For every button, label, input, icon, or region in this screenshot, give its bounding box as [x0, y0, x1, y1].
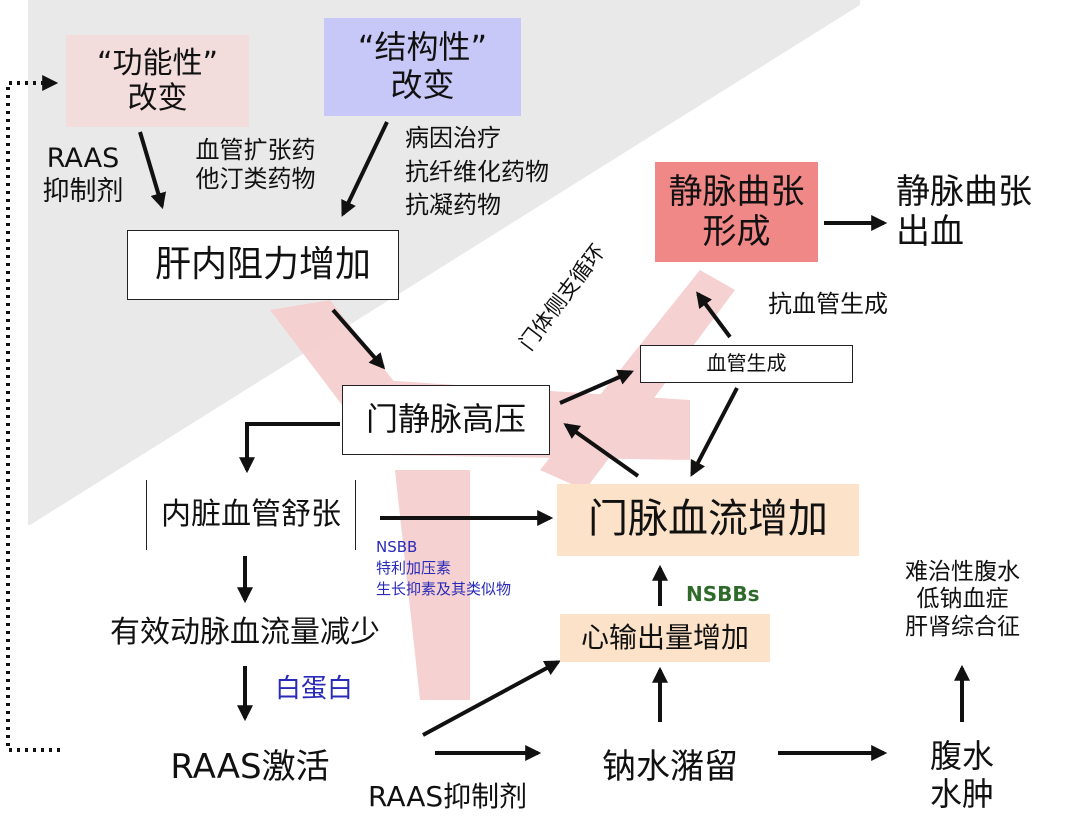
portal-hypertension-node: 门静脉高压 — [342, 385, 550, 455]
vasodilators-label: 血管扩张药 他汀类药物 — [195, 136, 316, 194]
varices-formation-node: 静脉曲张 形成 — [655, 162, 818, 262]
angiogenesis-node: 血管生成 — [640, 345, 853, 383]
portal-blood-flow-node: 门脉血流增加 — [557, 484, 859, 556]
anti-angiogenesis-label: 抗血管生成 — [768, 290, 888, 318]
albumin-label: 白蛋白 — [275, 674, 354, 704]
ascites-edema-node: 腹水 水肿 — [929, 737, 994, 813]
variceal-bleeding-node: 静脉曲张 出血 — [896, 171, 1032, 252]
functional-change-node: “功能性” 改变 — [66, 35, 249, 127]
gray-background-band — [28, 0, 860, 525]
cardiac-output-node: 心输出量增加 — [560, 614, 770, 662]
effective-volume-node: 有效动脉血流量减少 — [110, 615, 380, 651]
sodium-retention-node: 钠水潴留 — [602, 747, 738, 788]
intrahepatic-resistance-node: 肝内阻力增加 — [127, 230, 399, 300]
raas-inhibitor-bottom-label: RAAS抑制剂 — [368, 780, 528, 813]
complications-node: 难治性腹水 低钠血症 肝肾综合征 — [905, 559, 1020, 640]
structural-change-node: “结构性” 改变 — [324, 18, 521, 116]
raas-inhibitor-top-label: RAAS 抑制剂 — [42, 143, 124, 207]
nsbb-list-label: NSBB 特利加压素 生长抑素及其类似物 — [376, 538, 512, 598]
etiology-treatment-label: 病因治疗 抗纤维化药物 抗凝药物 — [405, 124, 549, 220]
splanchnic-vasodilation-node: 内脏血管舒张 — [146, 480, 356, 550]
raas-activation-node: RAAS激活 — [170, 747, 330, 788]
nsbbs-label: NSBBs — [686, 582, 760, 606]
